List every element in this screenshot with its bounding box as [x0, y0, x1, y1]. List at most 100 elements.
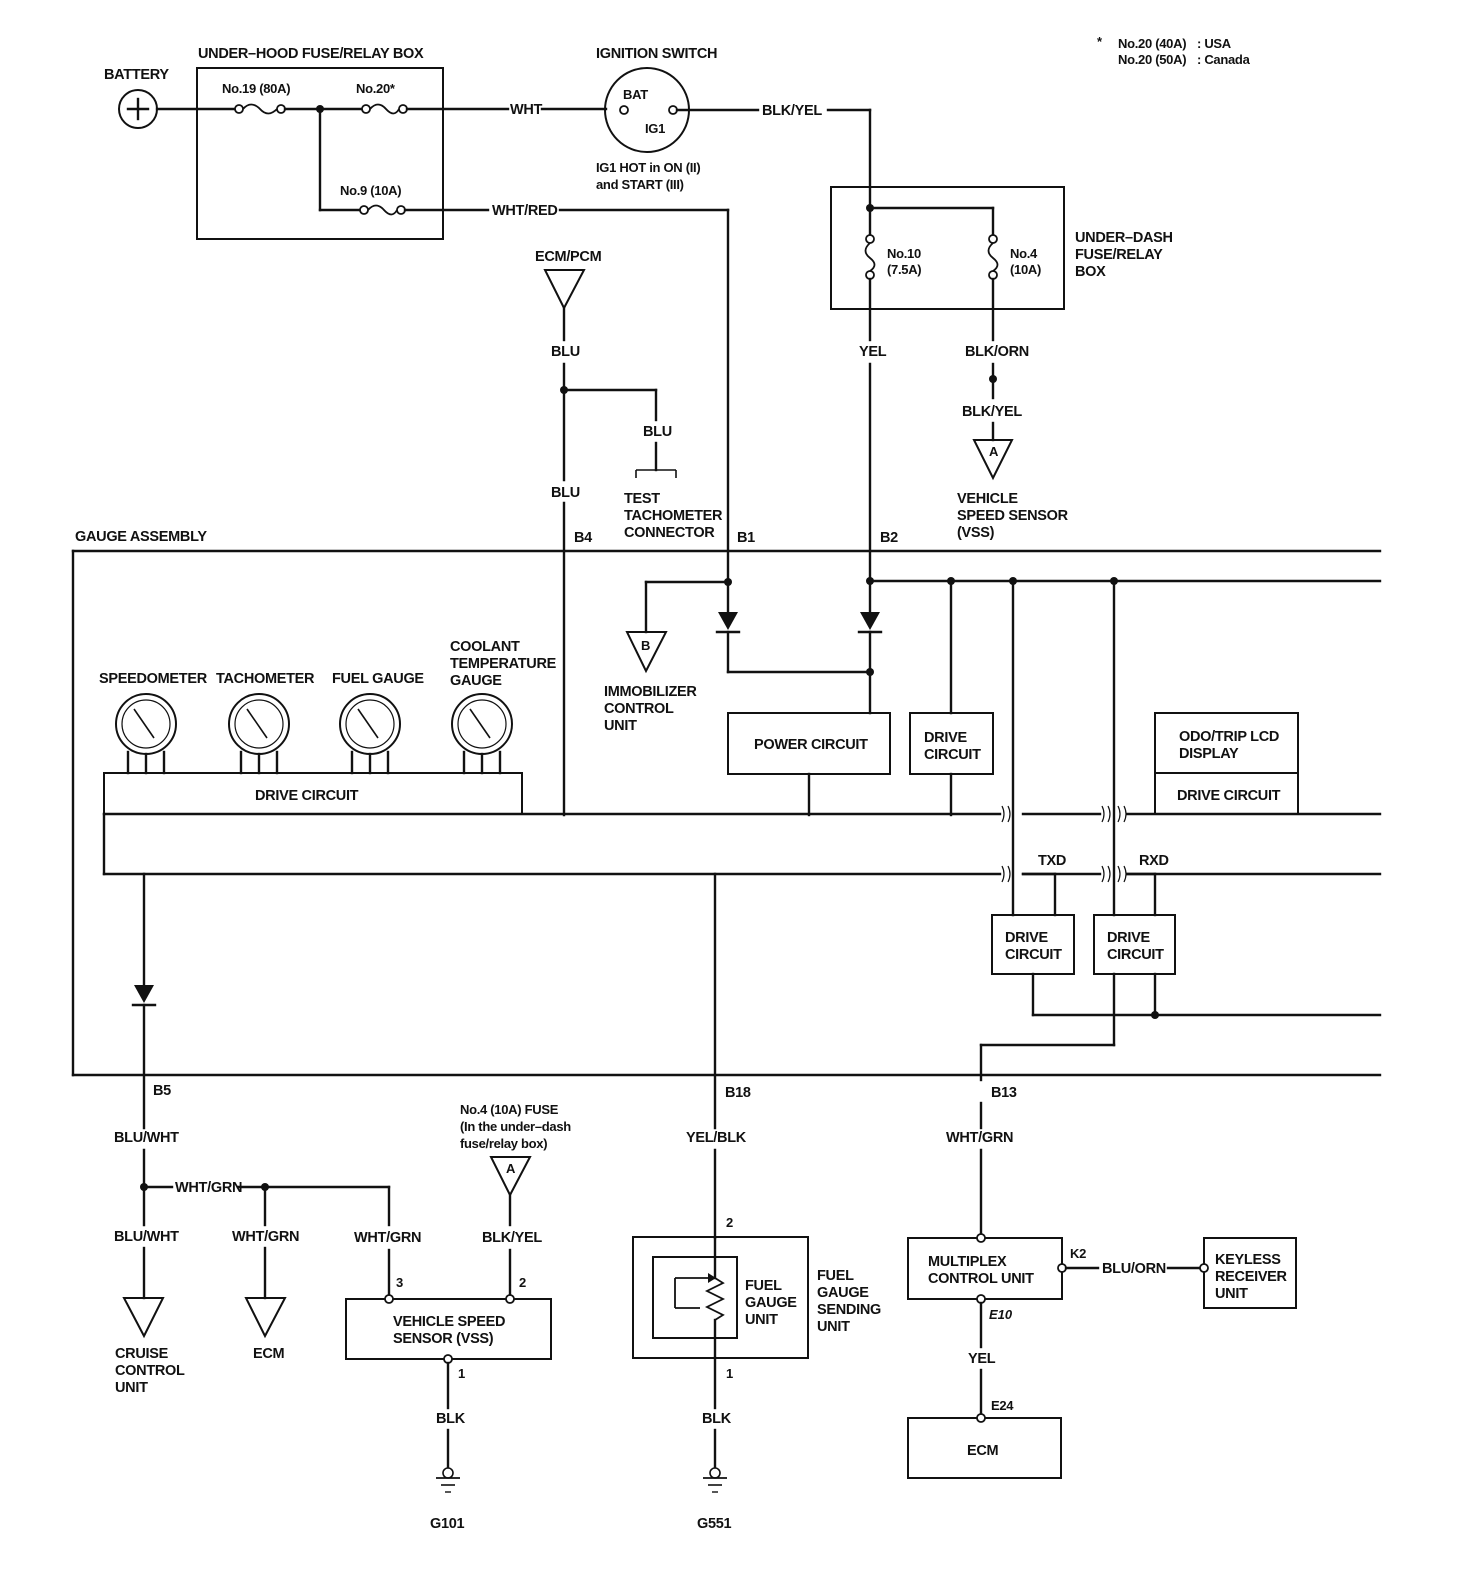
- svg-text:MULTIPLEX: MULTIPLEX: [928, 1254, 1007, 1270]
- fuse9-label: No.9 (10A): [340, 183, 401, 198]
- wire-blu-orn: BLU/ORN: [1102, 1261, 1166, 1277]
- ground-g101: [436, 1467, 460, 1493]
- no4-fuse-label-3: fuse/relay box): [460, 1136, 547, 1151]
- under-dash-label-2: FUSE/RELAY: [1075, 247, 1163, 263]
- svg-text:DISPLAY: DISPLAY: [1179, 746, 1239, 762]
- pin-b2: B2: [880, 530, 898, 546]
- svg-text:KEYLESS: KEYLESS: [1215, 1252, 1281, 1268]
- no4-fuse-label-2: (In the under–dash: [460, 1119, 571, 1134]
- bat-terminal: BAT: [623, 87, 648, 102]
- svg-text:CIRCUIT: CIRCUIT: [924, 747, 981, 763]
- svg-text:DRIVE CIRCUIT: DRIVE CIRCUIT: [1177, 788, 1281, 804]
- fuse-10-symbol: [864, 234, 876, 280]
- pin-txd: TXD: [1038, 853, 1066, 869]
- test-tach-label-1: TEST: [624, 491, 660, 507]
- wire-blu-wht-1: BLU/WHT: [114, 1130, 179, 1146]
- fuse-notes: * No.20 (40A) : USA No.20 (50A) : Canada: [1097, 34, 1251, 67]
- fuel-sending-label-1: FUEL: [817, 1268, 854, 1284]
- wire-blk-2: BLK: [702, 1411, 732, 1427]
- no4-fuse-label-1: No.4 (10A) FUSE: [460, 1102, 559, 1117]
- ground-g551: [703, 1467, 727, 1493]
- svg-text:A: A: [506, 1161, 516, 1176]
- svg-text:DRIVE: DRIVE: [1107, 930, 1150, 946]
- svg-text:COOLANT: COOLANT: [450, 639, 520, 655]
- fuel-gauge: FUEL GAUGE: [332, 671, 425, 775]
- wire-blk-yel-bottom: BLK/YEL: [482, 1230, 542, 1246]
- internal-bus: [102, 805, 1382, 883]
- diode-b1: [715, 612, 741, 634]
- svg-text:ECM: ECM: [967, 1443, 999, 1459]
- wire-blk-yel-vss: BLK/YEL: [962, 404, 1022, 420]
- drive-circuit-rxd: DRIVE CIRCUIT: [1093, 914, 1176, 975]
- test-tach-label-2: TACHOMETER: [624, 508, 723, 524]
- cruise-label-3: UNIT: [115, 1380, 148, 1396]
- svg-text:VEHICLE SPEED: VEHICLE SPEED: [393, 1314, 505, 1330]
- svg-text:SPEEDOMETER: SPEEDOMETER: [99, 671, 208, 687]
- svg-text:DRIVE: DRIVE: [1005, 930, 1048, 946]
- fuse4-label-a: No.4: [1010, 246, 1038, 261]
- pin-2-fuel: 2: [726, 1215, 733, 1230]
- wire-blk-1: BLK: [436, 1411, 466, 1427]
- main-drive-circuit: DRIVE CIRCUIT: [103, 772, 523, 815]
- fuel-sending-label-2: GAUGE: [817, 1285, 869, 1301]
- svg-text:CIRCUIT: CIRCUIT: [1005, 947, 1062, 963]
- ecm-pcm-connector: [543, 269, 586, 311]
- note-asterisk: *: [1097, 34, 1103, 49]
- tachometer-gauge: TACHOMETER: [216, 671, 315, 775]
- odo-trip-display: ODO/TRIP LCD DISPLAY DRIVE CIRCUIT: [1154, 712, 1299, 815]
- ig1-note-2: and START (III): [596, 177, 684, 192]
- cruise-control-connector: [122, 1297, 165, 1339]
- battery: BATTERY: [104, 67, 170, 129]
- fuse4-label-b: (10A): [1010, 262, 1041, 277]
- svg-text:UNIT: UNIT: [745, 1312, 778, 1328]
- immobilizer-label-3: UNIT: [604, 718, 637, 734]
- under-hood-fuse-box: UNDER–HOOD FUSE/RELAY BOX No.19 (80A) No…: [196, 46, 444, 240]
- cruise-label-2: CONTROL: [115, 1363, 185, 1379]
- under-dash-box-outline: [830, 186, 1065, 310]
- pin-rxd: RXD: [1139, 853, 1169, 869]
- svg-text:FUEL: FUEL: [745, 1278, 782, 1294]
- connector-a-bottom: A: [489, 1156, 532, 1198]
- speedometer-gauge: SPEEDOMETER: [99, 671, 208, 775]
- under-dash-fuse-box: UNDER–DASH FUSE/RELAY BOX No.10 (7.5A) N…: [830, 186, 1173, 310]
- wire-blk-orn: BLK/ORN: [965, 344, 1029, 360]
- fuse-20-symbol: [361, 103, 408, 115]
- connector-a-top: A: [972, 439, 1014, 481]
- ecm-connector-left: [244, 1297, 287, 1339]
- svg-text:DRIVE CIRCUIT: DRIVE CIRCUIT: [255, 788, 359, 804]
- gauge-assembly-label: GAUGE ASSEMBLY: [75, 529, 207, 545]
- wire-blu-1: BLU: [551, 344, 580, 360]
- connector-b: B: [625, 631, 668, 674]
- wire-wht-grn-h: WHT/GRN: [175, 1180, 242, 1196]
- svg-text:UNIT: UNIT: [1215, 1286, 1248, 1302]
- pin-b1: B1: [737, 530, 755, 546]
- pin-1-vss: 1: [458, 1366, 465, 1381]
- ground-g551-label: G551: [697, 1516, 732, 1532]
- svg-text:A: A: [989, 444, 999, 459]
- power-circuit-block: POWER CIRCUIT: [727, 712, 891, 775]
- svg-text:TEMPERATURE: TEMPERATURE: [450, 656, 557, 672]
- pin-b5: B5: [153, 1083, 171, 1099]
- fuse10-label-b: (7.5A): [887, 262, 921, 277]
- wire-wht-grn-ecm: WHT/GRN: [232, 1229, 299, 1245]
- svg-text:SENSOR (VSS): SENSOR (VSS): [393, 1331, 494, 1347]
- ignition-switch: IGNITION SWITCH BAT IG1 IG1 HOT in ON (I…: [596, 46, 717, 192]
- immobilizer-label-2: CONTROL: [604, 701, 674, 717]
- wire-wht-red: WHT/RED: [492, 203, 558, 219]
- note-usa: : USA: [1197, 36, 1232, 51]
- vss-top-label-1: VEHICLE: [957, 491, 1018, 507]
- cruise-label-1: CRUISE: [115, 1346, 169, 1362]
- svg-text:B: B: [641, 638, 650, 653]
- note-canada-fuse: No.20 (50A): [1118, 52, 1186, 67]
- vss-top-label-2: SPEED SENSOR: [957, 508, 1069, 524]
- pin-b13: B13: [991, 1085, 1017, 1101]
- vss-top-label-3: (VSS): [957, 525, 995, 541]
- svg-text:CIRCUIT: CIRCUIT: [1107, 947, 1164, 963]
- wire-yel-blk: YEL/BLK: [686, 1130, 747, 1146]
- pin-e10: E10: [989, 1307, 1013, 1322]
- under-hood-box-outline: [196, 67, 444, 240]
- ig1-terminal: IG1: [645, 121, 665, 136]
- ground-g101-label: G101: [430, 1516, 465, 1532]
- diode-b2: [857, 612, 883, 634]
- ignition-switch-label: IGNITION SWITCH: [596, 46, 717, 62]
